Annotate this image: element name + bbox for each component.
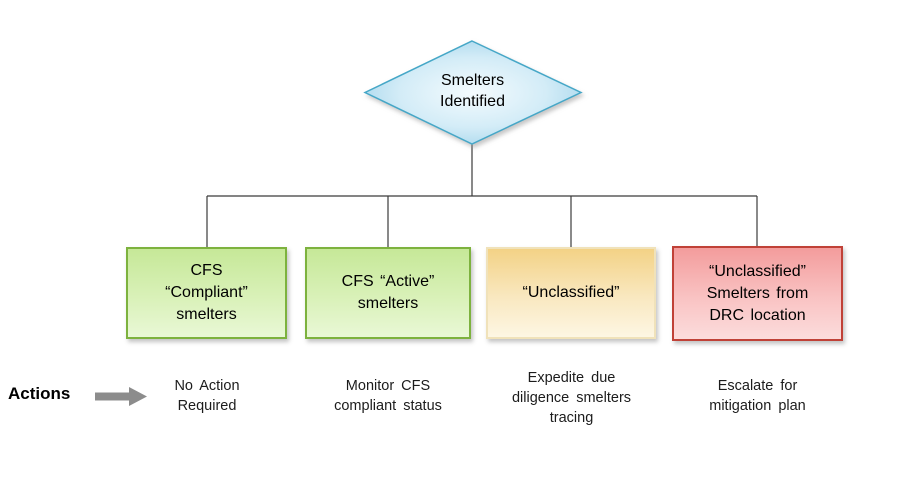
diamond-label-line: Identified	[440, 93, 505, 110]
action-expedite-due-diligence: Expedite due diligence smelters tracing	[484, 368, 659, 428]
actions-arrow-icon	[95, 387, 147, 406]
action-text-line: compliant status	[334, 398, 442, 414]
box-cfs-active-smelters: CFS “Active” smelters	[305, 247, 471, 339]
action-monitor-cfs-status: Monitor CFS compliant status	[302, 376, 474, 416]
box-text-line: “Unclassified”	[522, 284, 620, 301]
action-text-line: Escalate for	[717, 378, 798, 394]
box-text-line: CFS “Active”	[341, 273, 435, 290]
action-no-action-required: No Action Required	[121, 376, 293, 416]
box-text-line: DRC location	[709, 306, 806, 324]
actions-row-label: Actions	[8, 384, 71, 403]
box-text-line: “Compliant”	[165, 284, 248, 301]
action-text-line: Expedite due	[527, 370, 616, 386]
action-text-line: No Action	[174, 378, 240, 394]
decision-diamond-shape	[363, 40, 583, 145]
action-text-line: tracing	[549, 410, 594, 426]
box-unclassified-smelters: “Unclassified”	[486, 247, 656, 339]
box-cfs-compliant-smelters: CFS “Compliant” smelters	[126, 247, 287, 339]
box-unclassified-drc-smelters: “Unclassified” Smelters from DRC locatio…	[672, 246, 843, 341]
action-text-line: Monitor CFS	[345, 378, 431, 394]
diamond-label-line: Smelters	[440, 72, 505, 89]
box-text-line: Smelters from	[706, 284, 809, 302]
action-text-line: diligence smelters	[511, 390, 632, 406]
box-text-line: smelters	[176, 306, 237, 323]
box-text-line: CFS	[190, 262, 223, 279]
decision-diamond-label: Smelters Identified	[365, 70, 580, 112]
connector-lines	[206, 144, 758, 247]
box-text-line: smelters	[357, 295, 419, 312]
action-escalate-mitigation-plan: Escalate for mitigation plan	[670, 376, 845, 416]
box-text-line: “Unclassified”	[709, 262, 806, 280]
action-text-line: mitigation plan	[709, 398, 806, 414]
action-text-line: Required	[177, 398, 237, 414]
